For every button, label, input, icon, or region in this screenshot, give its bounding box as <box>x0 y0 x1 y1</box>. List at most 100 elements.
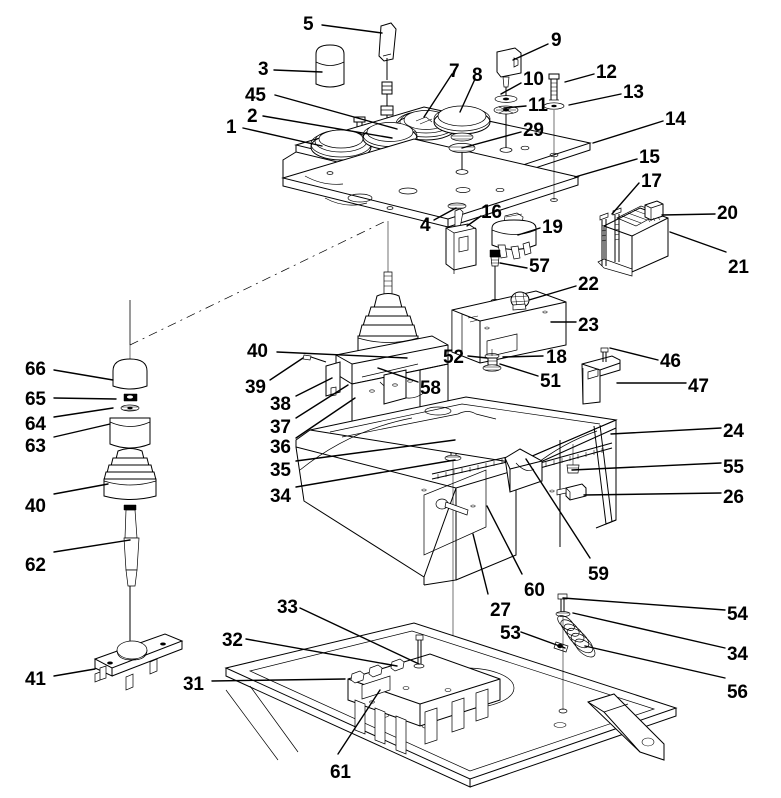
console-housing-27 <box>295 396 618 586</box>
part-11-lockwasher <box>493 105 519 115</box>
callout-number-26: 26 <box>723 487 744 508</box>
leader-line-12 <box>564 73 595 83</box>
callout-number-17: 17 <box>641 171 662 192</box>
callout-number-60: 60 <box>524 580 545 601</box>
part-16-toggle-switch <box>445 208 477 274</box>
panel-lower-gasket-15 <box>281 138 580 228</box>
leader-line-38 <box>295 377 333 397</box>
leader-line-18 <box>502 355 544 358</box>
callout-number-47: 47 <box>688 376 709 397</box>
part-3-knob <box>315 44 345 88</box>
leader-line-20 <box>661 213 716 216</box>
callout-number-32: 32 <box>222 630 243 651</box>
leader-line-35 <box>295 439 456 462</box>
callout-number-61: 61 <box>330 762 351 783</box>
callout-number-59: 59 <box>588 564 609 585</box>
leader-line-60 <box>486 505 523 575</box>
callout-number-65: 65 <box>25 389 46 410</box>
part-9-switch <box>496 47 522 96</box>
leader-line-56 <box>584 645 726 679</box>
leader-line-5 <box>321 24 383 34</box>
leader-line-64 <box>53 407 114 418</box>
leader-line-7 <box>423 73 453 118</box>
callout-number-34: 34 <box>727 644 748 665</box>
leader-line-24 <box>610 427 722 435</box>
part-57-sender <box>489 249 501 303</box>
callout-number-46: 46 <box>660 351 681 372</box>
callout-number-39: 39 <box>245 377 266 398</box>
callout-number-38: 38 <box>270 394 291 415</box>
callout-number-23: 23 <box>578 315 599 336</box>
leader-line-16 <box>466 215 482 227</box>
leader-line-10 <box>500 82 522 95</box>
callout-number-20: 20 <box>717 203 738 224</box>
leader-line-39 <box>269 357 304 381</box>
callout-number-64: 64 <box>25 414 46 435</box>
callout-number-9: 9 <box>551 30 562 51</box>
callout-number-41: 41 <box>25 669 46 690</box>
part-13-washer <box>543 102 565 202</box>
leader-line-33 <box>299 607 420 665</box>
leader-line-4 <box>433 207 457 221</box>
part-47-bracket <box>581 355 621 405</box>
leader-line-65 <box>53 397 117 400</box>
leader-line-61 <box>337 689 381 755</box>
callout-number-62: 62 <box>25 555 46 576</box>
leader-line-52 <box>467 355 488 359</box>
callout-number-37: 37 <box>270 417 291 438</box>
part-17-bolts <box>599 207 622 266</box>
callout-number-63: 63 <box>25 436 46 457</box>
part-22-knob <box>510 291 530 311</box>
callout-number-18: 18 <box>546 347 567 368</box>
leader-line-58 <box>377 367 419 383</box>
callout-number-4: 4 <box>420 215 431 236</box>
part-46-bolt <box>600 347 609 362</box>
leader-line-34 <box>295 459 456 488</box>
part-31-valve-block <box>347 634 501 755</box>
leader-line-2 <box>262 115 393 139</box>
leader-line-19 <box>517 227 541 236</box>
leader-line-29 <box>461 131 522 149</box>
callout-number-22: 22 <box>578 274 599 295</box>
callout-leader-lines <box>53 24 727 755</box>
part-23-bracket <box>451 290 567 364</box>
callout-number-40: 40 <box>247 341 268 362</box>
leader-line-36 <box>295 397 356 439</box>
part-10-washer <box>494 95 518 103</box>
joystick-assembly <box>302 221 462 690</box>
leader-line-63 <box>53 423 111 438</box>
leader-line-15 <box>574 158 638 178</box>
callout-number-5: 5 <box>303 14 314 35</box>
part-1-bezel <box>310 129 372 161</box>
callout-number-34: 34 <box>270 486 291 507</box>
callout-number-19: 19 <box>542 217 563 238</box>
callout-number-16: 16 <box>481 202 502 223</box>
callout-number-12: 12 <box>596 62 617 83</box>
callout-number-27: 27 <box>490 600 511 621</box>
leader-line-22 <box>528 285 577 301</box>
leader-line-46 <box>609 347 659 361</box>
callout-number-15: 15 <box>639 147 660 168</box>
callout-number-53: 53 <box>500 623 521 644</box>
leader-line-17 <box>611 182 640 215</box>
callout-number-11: 11 <box>528 95 548 116</box>
callout-number-45: 45 <box>245 85 266 106</box>
callout-number-57: 57 <box>529 256 550 277</box>
callout-number-2: 2 <box>247 106 258 127</box>
leader-line-66 <box>53 369 114 381</box>
leader-line-11 <box>503 105 527 109</box>
callout-number-31: 31 <box>183 674 204 695</box>
callout-number-54: 54 <box>727 604 748 625</box>
leader-line-57 <box>499 262 528 269</box>
leader-line-40 <box>53 483 109 495</box>
part-20-relay <box>644 200 664 223</box>
callout-number-10: 10 <box>523 69 544 90</box>
callout-number-56: 56 <box>727 682 748 703</box>
leader-line-34 <box>572 612 726 649</box>
part-12-bolt <box>548 73 560 101</box>
callout-number-7: 7 <box>449 61 460 82</box>
reference-line <box>129 219 389 346</box>
callout-number-40: 40 <box>25 496 46 517</box>
part-10-base <box>499 147 513 153</box>
